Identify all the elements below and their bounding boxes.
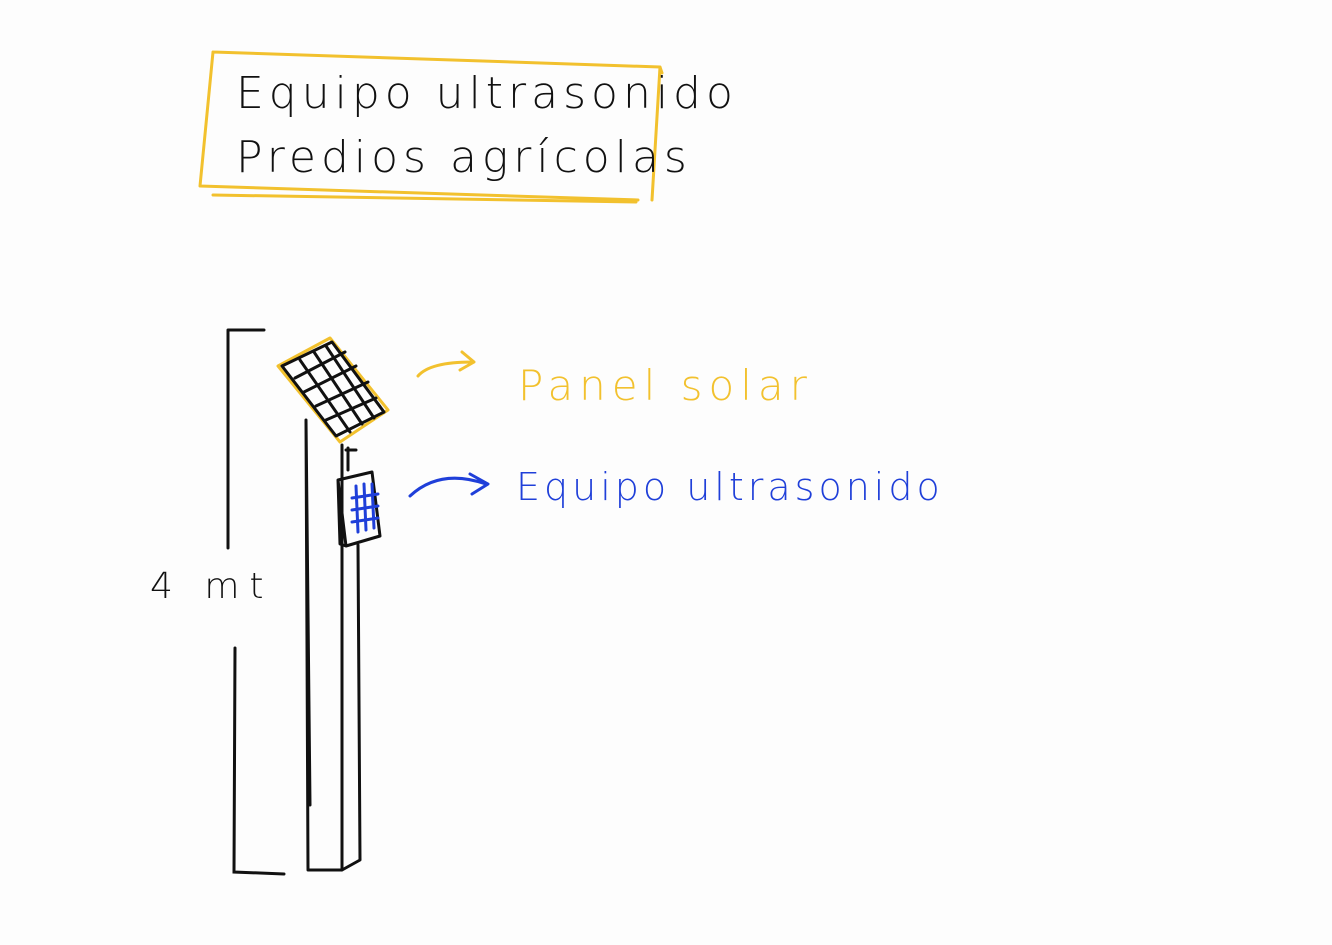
ultrasound-label: Equipo ultrasonido [516, 465, 944, 509]
solar-arrow [416, 350, 476, 378]
title-box: Equipo ultrasonido Predios agrícolas [198, 50, 738, 204]
dimension-label: 4 mt [150, 566, 274, 607]
solar-panel-callout: Panel solar [416, 350, 813, 410]
height-dimension: 4 mt [150, 328, 286, 876]
ultrasound-callout: Equipo ultrasonido [408, 465, 944, 509]
device-grid [350, 482, 380, 534]
device-box [336, 470, 382, 548]
solar-panel-yellow-outline [276, 336, 390, 444]
solar-panel-frame [280, 340, 386, 438]
title-line-2: Predios agrícolas [236, 132, 692, 183]
ultrasound-arrow [408, 472, 490, 498]
solar-panel-grid [293, 344, 378, 434]
dimension-line-bottom [232, 646, 286, 876]
title-line-1: Equipo ultrasonido [236, 68, 738, 119]
solar-panel-label: Panel solar [518, 361, 813, 410]
dimension-line-top [226, 328, 266, 550]
title-box-border [198, 50, 664, 204]
pole-outline [304, 418, 362, 872]
pole [304, 418, 362, 872]
solar-panel [276, 336, 390, 444]
ultrasound-device [336, 470, 382, 548]
